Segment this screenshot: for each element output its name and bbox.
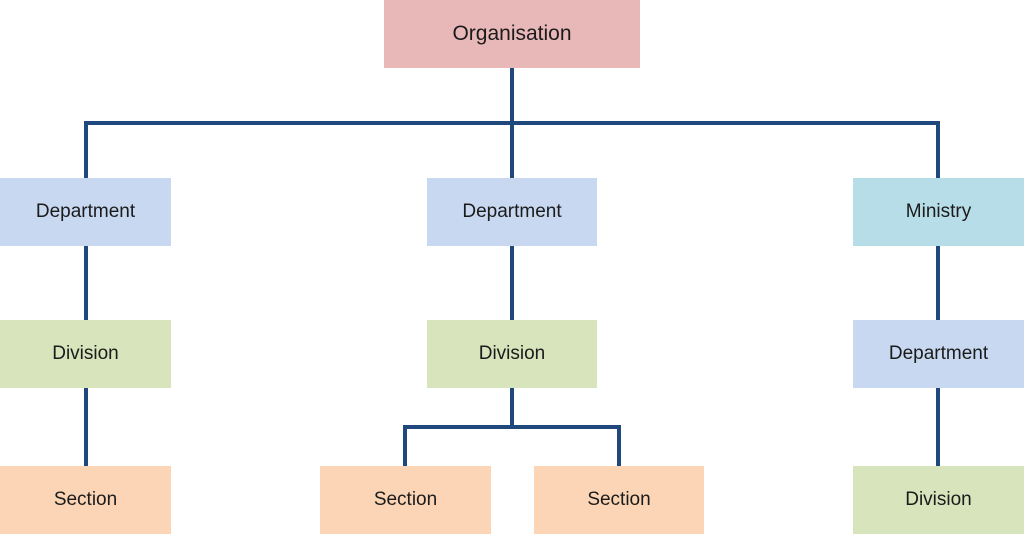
division-node-left: Division: [0, 320, 171, 388]
organisation-label: Organisation: [452, 22, 572, 45]
section-label: Section: [587, 489, 651, 510]
department-label: Department: [35, 201, 136, 222]
section-node-center-b: Section: [534, 466, 704, 534]
department-node-center: Department: [427, 178, 597, 246]
department-label: Department: [888, 343, 989, 364]
connector-division-center-to-sections: [403, 386, 621, 468]
division-node-right: Division: [853, 466, 1024, 534]
division-label: Division: [52, 343, 119, 364]
organisation-node: Organisation: [384, 0, 640, 68]
ministry-node: Ministry: [853, 178, 1024, 246]
division-node-center: Division: [427, 320, 597, 388]
section-label: Section: [373, 489, 438, 510]
division-label: Division: [905, 489, 972, 510]
section-node-center-a: Section: [320, 466, 491, 534]
section-label: Section: [53, 489, 118, 510]
department-node-right: Department: [853, 320, 1024, 388]
department-node-left: Department: [0, 178, 171, 246]
connector-org-to-departments: [84, 66, 940, 180]
department-label: Department: [462, 201, 562, 222]
division-label: Division: [478, 343, 546, 364]
section-node-left: Section: [0, 466, 171, 534]
ministry-label: Ministry: [905, 201, 972, 222]
